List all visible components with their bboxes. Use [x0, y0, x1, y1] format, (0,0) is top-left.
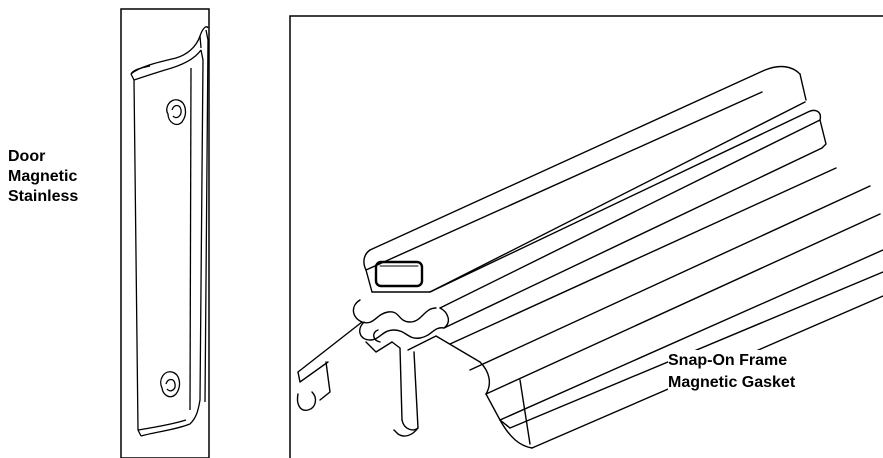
door-strip-panel: [120, 8, 210, 458]
strip-label-line3: Stainless: [8, 188, 79, 205]
gasket-drawing: [296, 65, 883, 449]
gasket-panel-border: [289, 15, 883, 458]
strip-label-line2: Magnetic: [8, 168, 78, 185]
door-strip-panel-border: [120, 8, 210, 458]
gasket-panel: [289, 15, 883, 458]
gasket-label-line2: Magnetic Gasket: [668, 374, 796, 391]
strip-label: Door Magnetic Stainless: [8, 147, 78, 207]
door-strip-drawing: [130, 26, 209, 437]
strip-label-line1: Door: [8, 148, 46, 165]
gasket-label-line1: Snap-On Frame: [668, 352, 788, 369]
gasket-label: Snap-On Frame Magnetic Gasket: [668, 350, 796, 394]
